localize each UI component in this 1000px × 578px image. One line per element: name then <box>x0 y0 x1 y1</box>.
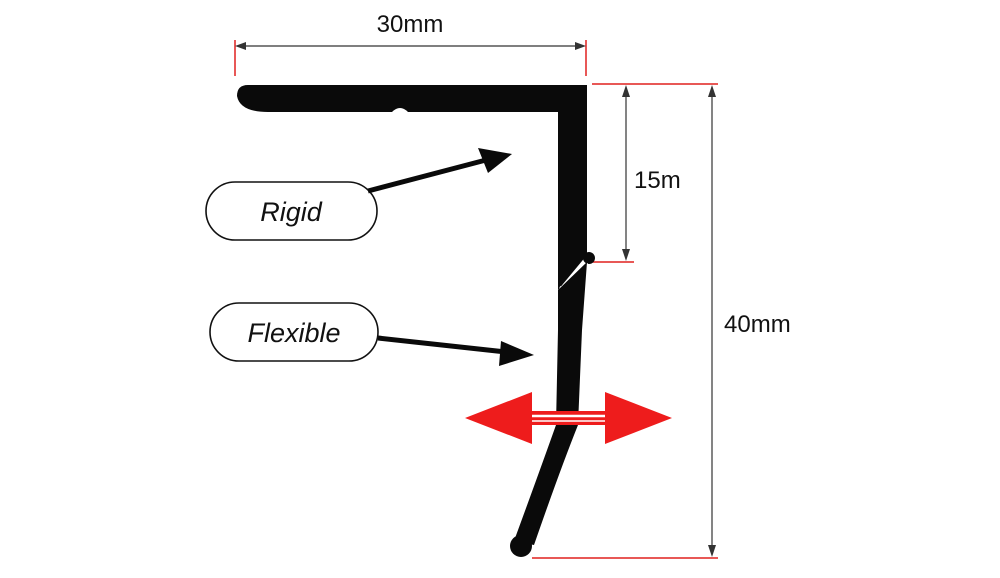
total-height-label: 40mm <box>724 311 791 338</box>
profile-foot <box>510 535 532 557</box>
total-arrowhead-bottom <box>708 545 716 557</box>
width-arrowhead-right <box>575 42 586 50</box>
rigid-section <box>237 85 587 290</box>
rigid-label: Rigid <box>260 197 323 227</box>
stair-nosing-profile <box>237 85 595 557</box>
rigid-height-dimension: 15m <box>622 85 681 261</box>
flexible-pointer-line <box>377 335 507 355</box>
joint-bump <box>583 252 595 264</box>
double-headed-arrow-icon <box>465 392 672 444</box>
width-dimension: 30mm <box>234 11 587 76</box>
total-height-dimension: 40mm <box>708 85 791 557</box>
rigid-arrowhead-bottom <box>622 249 630 261</box>
rigid-pointer-line <box>367 157 487 194</box>
rigid-pill <box>205 181 378 241</box>
width-arrowhead-left <box>235 42 246 50</box>
width-label: 30mm <box>377 11 444 38</box>
flexible-callout: Flexible <box>209 302 534 366</box>
rigid-pointer-arrowhead <box>478 148 512 173</box>
flexible-section <box>514 262 587 545</box>
rigid-callout: Rigid <box>205 148 512 241</box>
flexible-label: Flexible <box>247 318 340 348</box>
flexible-pill <box>209 302 379 362</box>
flex-direction-arrow <box>465 392 672 444</box>
total-arrowhead-top <box>708 85 716 97</box>
rigid-height-label: 15m <box>634 167 681 194</box>
flexible-pointer-arrowhead <box>499 341 534 366</box>
rigid-arrowhead-top <box>622 85 630 97</box>
